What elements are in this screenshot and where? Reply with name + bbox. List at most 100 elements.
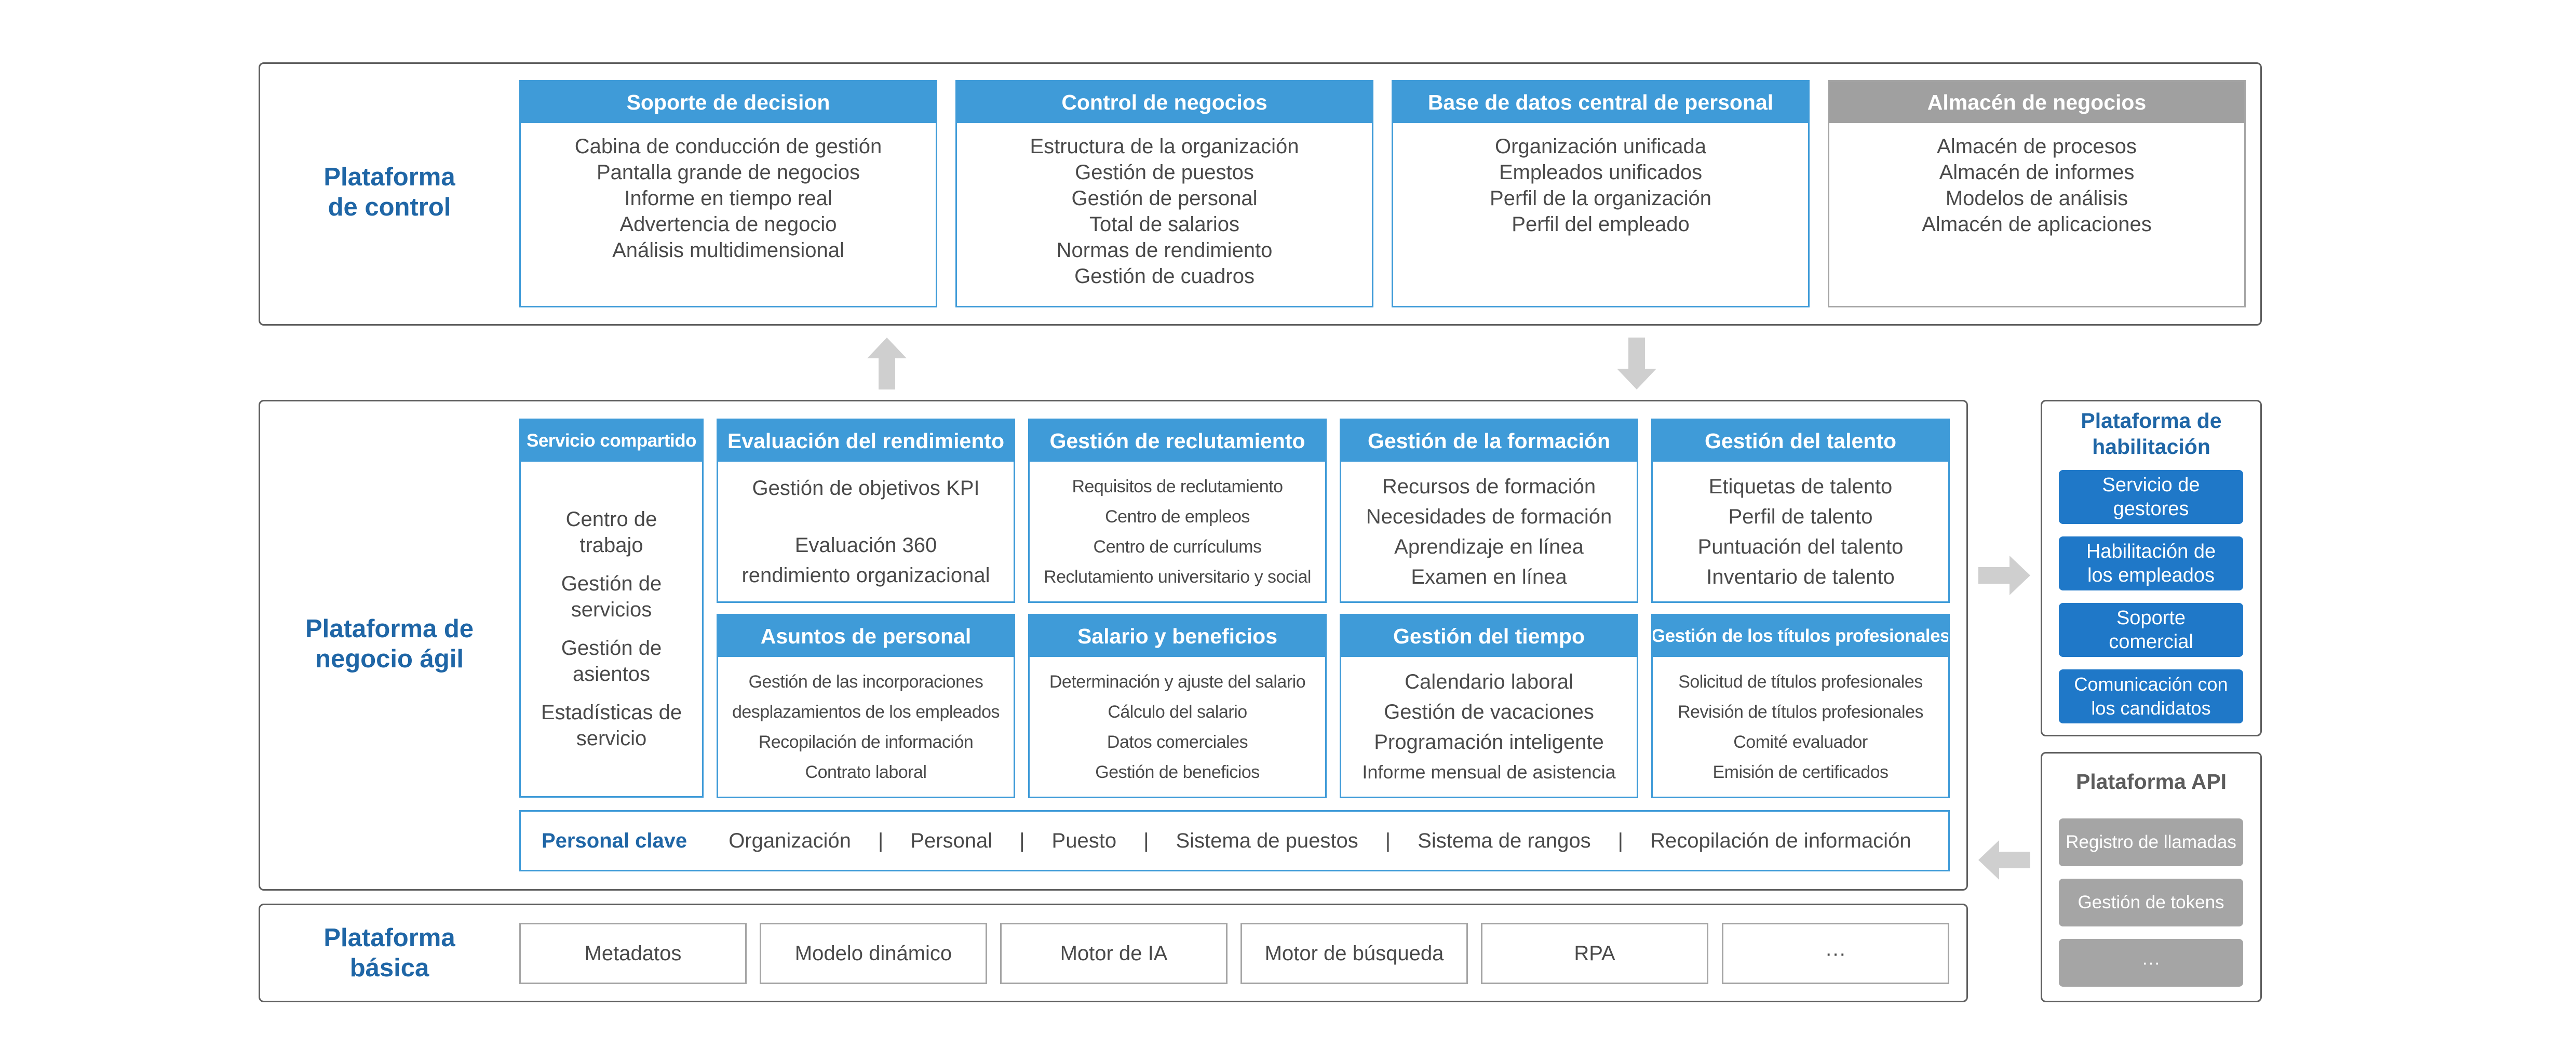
card-item: Cabina de conducción de gestión [574,135,882,158]
card-decision-support: Soporte de decision Cabina de conducción… [519,80,937,307]
card-item: Emisión de certificados [1712,762,1889,782]
token-management-button[interactable]: Gestión de tokens [2059,879,2243,926]
card-title: Gestión del tiempo [1341,615,1637,657]
card-item: Recopilación de información [758,732,974,752]
card-title: Control de negocios [957,82,1372,123]
agile-title-line1: Plataforma de [305,615,474,643]
key-personnel-row: Personal clave Organización | Personal |… [519,810,1950,871]
card-body: Recursos de formación Necesidades de for… [1341,462,1637,601]
agile-title-line2: negocio ágil [315,645,464,673]
card-body: Cabina de conducción de gestión Pantalla… [521,123,936,263]
card-body: Organización unificada Empleados unifica… [1393,123,1808,237]
card-item: Calendario laboral [1405,670,1573,693]
card-item: Perfil de talento [1728,505,1873,528]
card-body: Calendario laboral Gestión de vacaciones… [1341,657,1637,797]
button-label-line1: Soporte [2116,607,2186,629]
card-item: Almacén de informes [1939,161,2135,184]
card-shared-service: Servicio compartido Centro de trabajo Ge… [519,419,704,798]
enablement-platform-title: Plataforma de habilitación [2041,408,2262,460]
commercial-support-button[interactable]: Soporte comercial [2059,603,2243,657]
card-title: Gestión del talento [1653,420,1948,462]
button-label-line2: comercial [2109,631,2193,653]
basic-title-line2: básica [349,954,429,982]
arrow-right-icon [1978,556,2030,595]
card-body: Determinación y ajuste del salario Cálcu… [1030,657,1325,797]
manager-service-button[interactable]: Servicio de gestores [2059,470,2243,524]
card-personnel-affairs: Asuntos de personal Gestión de las incor… [717,614,1015,798]
basic-item-box: RPA [1481,923,1708,984]
api-platform-title: Plataforma API [2075,770,2227,794]
card-item: Datos comerciales [1107,732,1248,752]
card-item: Gestión de asientos [561,637,662,685]
card-body: Gestión de objetivos KPI Evaluación 360 … [718,462,1014,601]
button-label-line1: Comunicación con [2074,674,2228,695]
basic-item-box: Modelo dinámico [760,923,987,984]
card-item: Recursos de formación [1382,475,1596,498]
card-item: rendimiento organizacional [741,563,990,587]
card-recruitment: Gestión de reclutamiento Requisitos de r… [1028,419,1327,603]
card-title: Salario y beneficios [1030,615,1325,657]
card-title: Gestión de los títulos profesionales [1653,615,1948,657]
separator: | [1385,829,1391,852]
control-platform-title: Plataforma de control [265,156,514,228]
card-body: Almacén de procesos Almacén de informes … [1829,123,2244,237]
basic-item-box: Motor de búsqueda [1240,923,1468,984]
card-item: Gestión de cuadros [1074,265,1255,288]
arrow-up-icon [867,338,907,389]
card-item: Análisis multidimensional [612,239,844,262]
card-item: Gestión de objetivos KPI [752,476,980,500]
card-professional-titles: Gestión de los títulos profesionales Sol… [1651,614,1950,798]
card-item: Contrato laboral [805,762,927,782]
card-item: Puntuación del talento [1697,535,1904,558]
card-item: Determinación y ajuste del salario [1049,671,1306,692]
card-title: Gestión de la formación [1341,420,1637,462]
card-item: Etiquetas de talento [1708,475,1893,498]
employee-enablement-button[interactable]: Habilitación de los empleados [2059,536,2243,590]
card-item: Centro de trabajo [565,508,657,557]
button-label-line1: Servicio de [2102,474,2200,496]
card-item: desplazamientos de los empleados [732,702,1000,722]
key-item: Recopilación de información [1650,829,1911,852]
card-item: Necesidades de formación [1366,505,1612,528]
card-item: Estructura de la organización [1030,135,1299,158]
card-body: Gestión de las incorporaciones desplazam… [718,657,1014,797]
key-personnel-title: Personal clave [542,829,687,852]
card-body: Solicitud de títulos profesionales Revis… [1653,657,1948,797]
card-item: Revisión de títulos profesionales [1678,702,1924,722]
candidate-communication-button[interactable]: Comunicación con los candidatos [2059,669,2243,723]
enablement-title-line2: habilitación [2092,435,2210,459]
card-title: Base de datos central de personal [1393,82,1808,123]
card-item: Estadísticas de servicio [541,701,682,750]
basic-platform-title: Plataforma básica [265,917,514,989]
card-item: Pantalla grande de negocios [596,161,860,184]
card-business-warehouse: Almacén de negocios Almacén de procesos … [1828,80,2246,307]
card-title: Servicio compartido [521,420,702,462]
card-item: Perfil de la organización [1490,187,1711,210]
card-item: Gestión de las incorporaciones [748,671,983,692]
card-item: Almacén de procesos [1937,135,2137,158]
card-item: Gestión de beneficios [1095,762,1260,782]
card-item: Organización unificada [1495,135,1706,158]
card-time-management: Gestión del tiempo Calendario laboral Ge… [1340,614,1638,798]
card-central-personnel-db: Base de datos central de personal Organi… [1392,80,1810,307]
card-title: Evaluación del rendimiento [718,420,1014,462]
separator: | [1617,829,1624,852]
card-item: Requisitos de reclutamiento [1072,476,1283,496]
button-label-line2: los empleados [2087,564,2215,586]
card-item: Examen en línea [1411,565,1567,588]
card-body: Requisitos de reclutamiento Centro de em… [1030,462,1325,601]
button-label-line2: los candidatos [2091,697,2211,719]
separator: | [1143,829,1149,852]
card-body: Centro de trabajo Gestión de servicios G… [521,462,702,796]
card-item: Comité evaluador [1733,732,1868,752]
card-item: Perfil del empleado [1512,213,1690,236]
enablement-title-line1: Plataforma de [2081,409,2222,433]
call-log-button[interactable]: Registro de llamadas [2059,818,2243,866]
card-item: Informe mensual de asistencia [1362,761,1616,783]
card-business-control: Control de negocios Estructura de la org… [955,80,1373,307]
basic-item-box: Metadatos [519,923,747,984]
more-button[interactable]: ··· [2059,939,2243,987]
card-title: Almacén de negocios [1829,82,2244,123]
card-item: Empleados unificados [1499,161,1703,184]
card-item: Gestión de servicios [561,572,662,621]
